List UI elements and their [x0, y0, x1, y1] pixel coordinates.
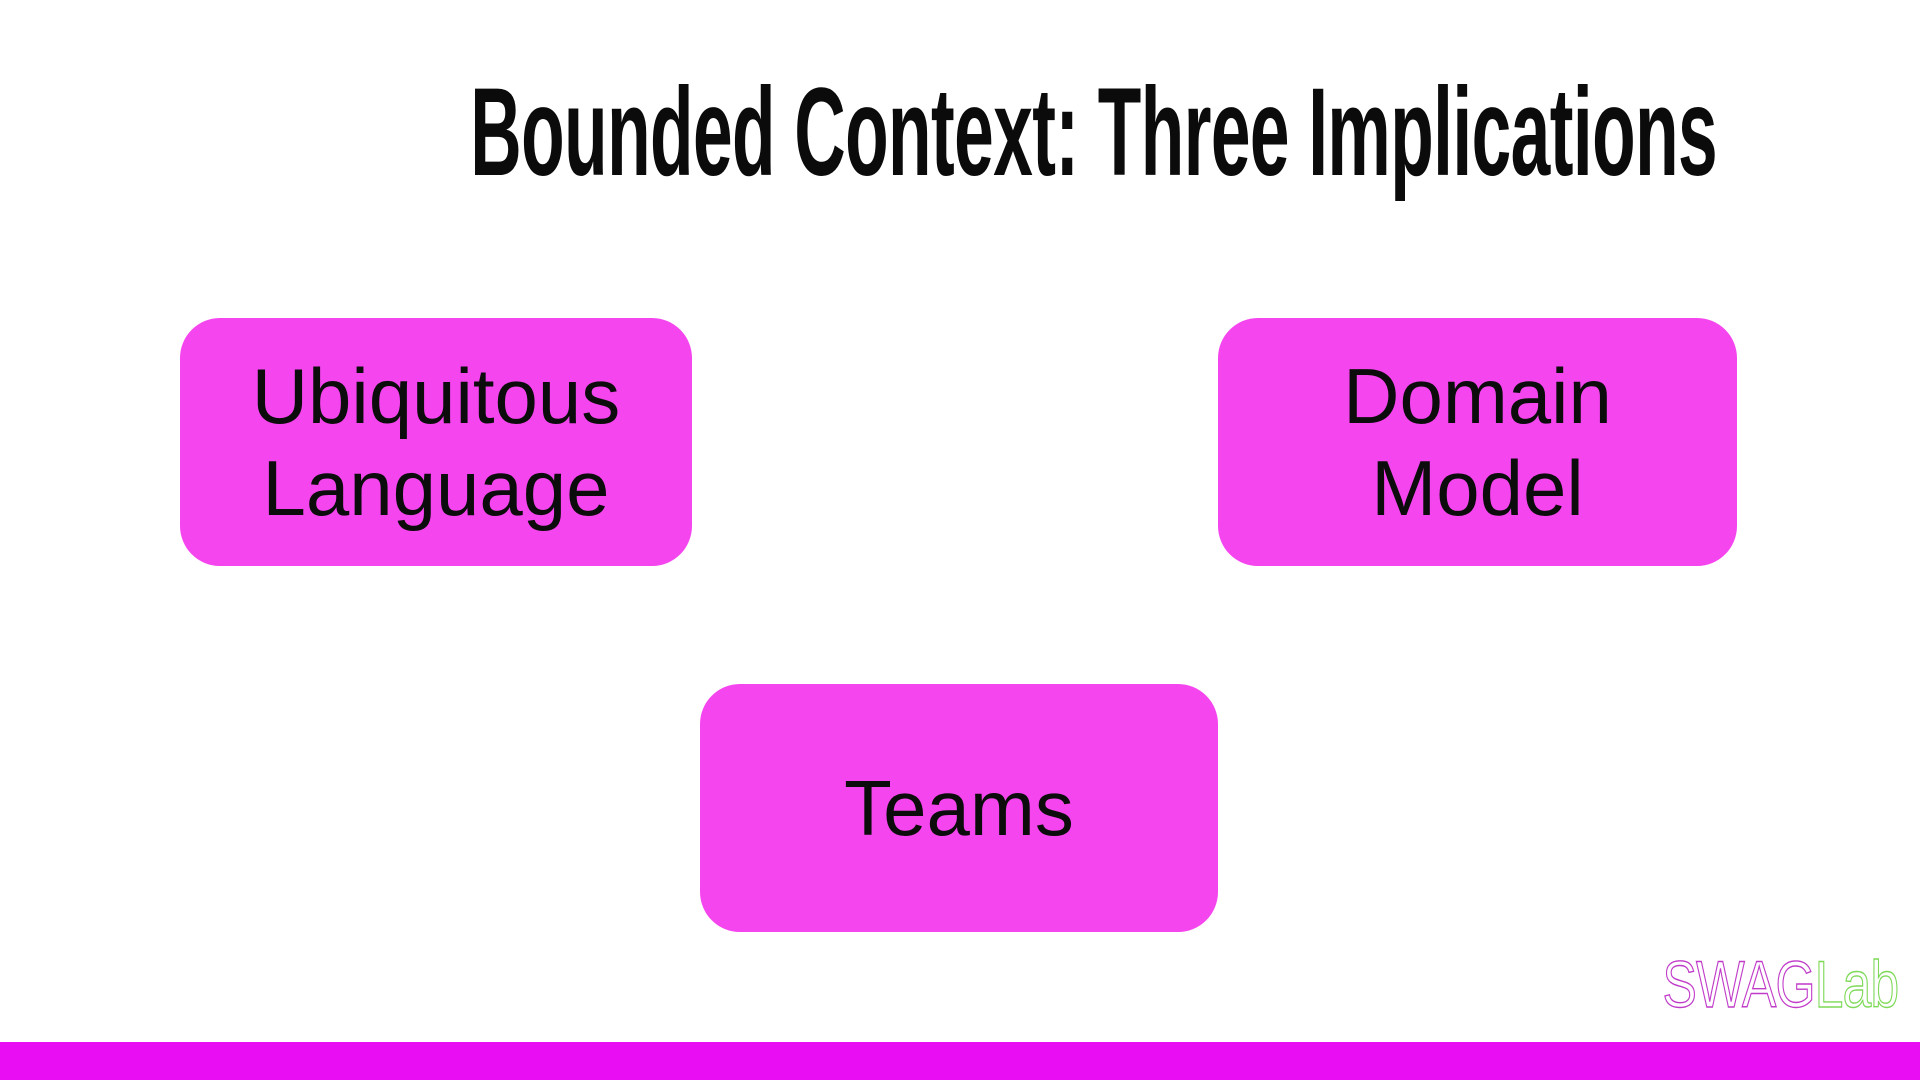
swaglab-logo: SWAGLab	[1662, 947, 1900, 1021]
box-ubiquitous-language-label: Ubiquitous Language	[251, 352, 621, 532]
box-teams: Teams	[700, 684, 1218, 932]
bottom-accent-bar	[0, 1042, 1920, 1080]
box-teams-label: Teams	[844, 764, 1074, 852]
swaglab-logo-lab-text: Lab	[1814, 947, 1899, 1021]
swaglab-logo-swag-text: SWAG	[1662, 947, 1816, 1021]
slide-title-text: Bounded Context: Three Implications	[470, 63, 1718, 202]
box-domain-model: Domain Model	[1218, 318, 1737, 566]
box-ubiquitous-language: Ubiquitous Language	[180, 318, 692, 566]
slide-title: Bounded Context: Three Implications	[0, 70, 1920, 195]
box-domain-model-label: Domain Model	[1343, 352, 1612, 532]
